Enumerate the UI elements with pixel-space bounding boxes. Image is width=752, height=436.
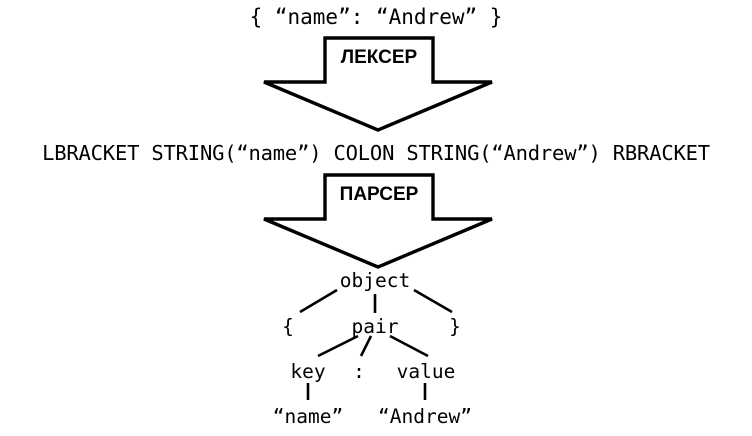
edge-pair-key (317, 334, 359, 358)
tree-node-lbrace: { (282, 315, 294, 338)
parser-stage-arrow (263, 173, 493, 269)
token-stream-text: LBRACKET STRING(“name”) COLON STRING(“An… (42, 141, 710, 165)
tree-node-rbrace: } (449, 315, 461, 338)
edge-object-lbrace (299, 288, 338, 314)
tree-leaf-value-literal: “Andrew” (378, 405, 472, 428)
source-json-text: { “name”: “Andrew” } (249, 5, 503, 29)
lexer-stage-arrow (263, 36, 493, 132)
tree-leaf-key-literal: “name” (272, 405, 344, 428)
edge-object-rbrace (413, 288, 453, 314)
lexer-stage-label: ЛЕКСЕР (340, 47, 418, 68)
tree-node-value: value (396, 360, 456, 383)
edge-pair-value (389, 334, 429, 358)
tree-node-pair: pair (351, 315, 399, 338)
tree-node-object: object (339, 269, 411, 292)
parser-stage-label: ПАРСЕР (339, 184, 419, 205)
edge-pair-colon (359, 335, 373, 357)
tree-node-key: key (290, 360, 326, 383)
tree-node-colon: : (353, 360, 365, 383)
